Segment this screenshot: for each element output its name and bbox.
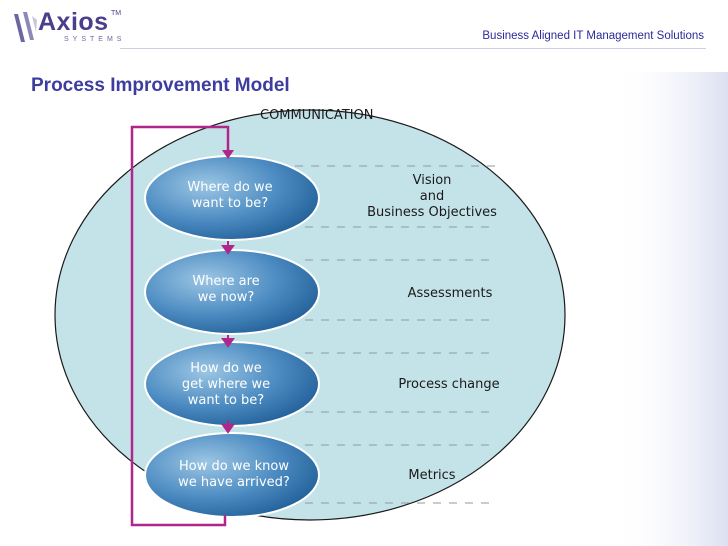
question-4-line2: we have arrived? — [178, 475, 290, 490]
dashed-separators — [295, 165, 495, 504]
logo-subtext: SYSTEMS — [64, 36, 126, 43]
stage-vision-line1: Vision — [412, 173, 452, 188]
question-2-line2: we now? — [197, 290, 255, 305]
company-tagline: Business Aligned IT Management Solutions — [482, 30, 704, 42]
bubble-1 — [144, 155, 320, 241]
bubble-2 — [144, 249, 320, 335]
question-3-line1: How do we — [190, 361, 262, 376]
stage-vision-line3: Business Objectives — [367, 205, 497, 220]
question-3-line3: want to be? — [187, 393, 265, 408]
question-4: How do we know we have arrived? — [154, 459, 314, 491]
stage-assessments: Assessments — [407, 286, 493, 301]
logo-wordmark: Axios — [38, 8, 109, 36]
axios-logo-icon — [14, 12, 37, 42]
header-divider — [120, 48, 706, 49]
question-1-line1: Where do we — [187, 180, 273, 195]
question-2-line1: Where are — [192, 274, 260, 289]
question-bubbles — [144, 155, 320, 518]
bubble-arrows — [221, 241, 235, 434]
loop-arrowhead-icon — [222, 150, 234, 159]
stage-vision: Vision and Business Objectives — [362, 173, 502, 221]
question-4-line1: How do we know — [179, 459, 289, 474]
communication-label: COMMUNICATION — [260, 108, 374, 123]
stage-vision-line2: and — [419, 189, 445, 204]
stage-process-change: Process change — [398, 377, 500, 392]
stage-metrics: Metrics — [408, 468, 456, 483]
logo-trademark: TM — [111, 10, 122, 17]
question-3-line2: get where we — [181, 377, 271, 392]
question-2: Where are we now? — [146, 274, 306, 306]
page-title: Process Improvement Model — [31, 75, 290, 96]
feedback-loop-arrow — [130, 125, 230, 527]
decorative-side-panel — [612, 72, 728, 546]
question-1-line2: want to be? — [191, 196, 269, 211]
bubble-4 — [144, 432, 320, 518]
question-1: Where do we want to be? — [150, 180, 310, 212]
question-3: How do we get where we want to be? — [146, 361, 306, 409]
